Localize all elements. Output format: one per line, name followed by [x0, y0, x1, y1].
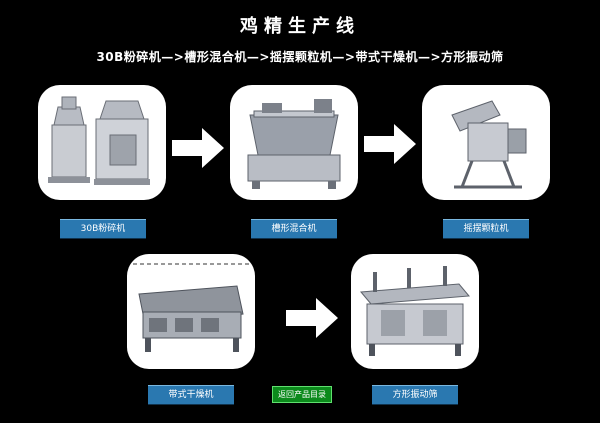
square-vibrating-screen-icon	[359, 266, 471, 356]
arrow-right-icon	[172, 128, 224, 168]
machine-card-grinder	[38, 85, 166, 200]
machine-label: 方形振动筛	[372, 385, 458, 405]
machine-label: 槽形混合机	[251, 219, 337, 239]
belt-dryer-icon	[133, 263, 249, 352]
machine-card-granulator	[422, 85, 550, 200]
machine-card-dryer	[127, 254, 255, 369]
arrow-right-icon	[364, 124, 416, 164]
back-to-catalog-button[interactable]: 返回产品目录	[272, 386, 332, 403]
machine-card-mixer	[230, 85, 358, 200]
arrow-right-icon	[286, 298, 338, 338]
machine-card-screen	[351, 254, 479, 369]
oscillating-granulator-icon	[451, 100, 527, 189]
process-flow-text: 30B粉碎机—>槽形混合机—>摇摆颗粒机—>带式干燥机—>方形振动筛	[96, 50, 504, 64]
grinder-machine-icon	[48, 96, 150, 185]
machine-label: 30B粉碎机	[60, 219, 146, 239]
trough-mixer-icon	[247, 99, 341, 189]
page-title: 鸡精生产线	[240, 16, 360, 37]
machine-label: 摇摆颗粒机	[443, 219, 529, 239]
machine-label: 带式干燥机	[148, 385, 234, 405]
